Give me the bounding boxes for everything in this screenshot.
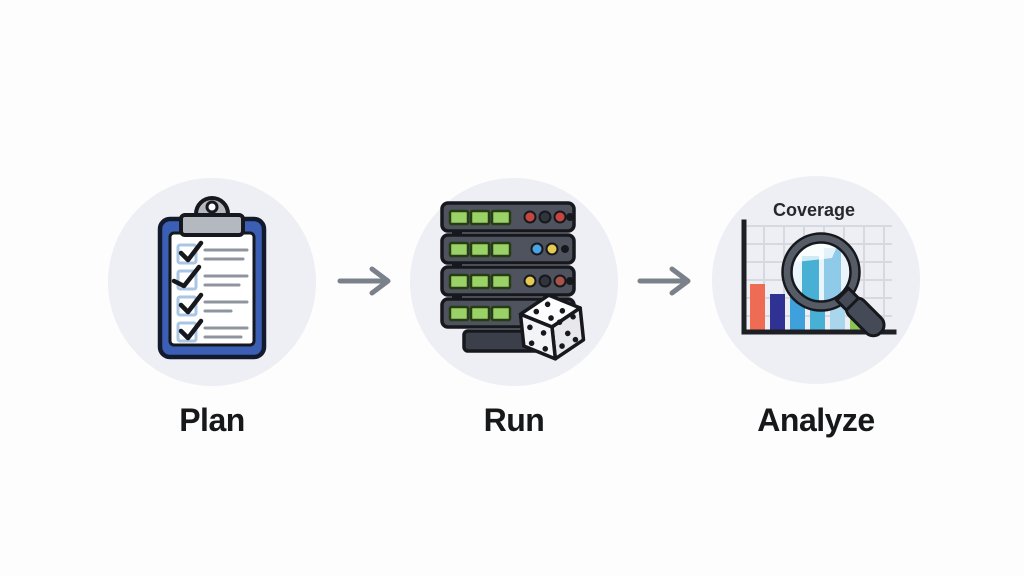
arrow-right-icon: [337, 266, 391, 296]
led-lights: [523, 274, 574, 288]
text-lines: [203, 248, 249, 261]
checkmark-icon: [171, 264, 202, 289]
server-unit-2: [440, 233, 576, 265]
bar-red: [750, 284, 765, 332]
text-lines: [203, 300, 249, 313]
clipboard-checklist-icon: [157, 196, 267, 360]
dice-icon: [518, 293, 586, 361]
checkmark-icon: [178, 240, 204, 263]
server-unit-1: [440, 201, 576, 233]
server-tab: [452, 294, 462, 300]
step-circle-analyze: Coverage: [712, 176, 920, 384]
led-lights: [530, 242, 569, 256]
clip-hole: [205, 200, 219, 214]
step-circle-run: [410, 178, 618, 386]
lens-rim: [782, 233, 860, 311]
step-label-plan: Plan: [179, 402, 245, 438]
server-unit-3: [440, 265, 576, 297]
clipboard-clip: [179, 196, 245, 237]
arrow-right-icon: [637, 266, 691, 296]
step-label-run: Run: [483, 402, 545, 438]
server-tab: [452, 262, 462, 268]
magnifier-icon: [781, 232, 886, 338]
server-tab: [452, 230, 462, 236]
magnifier-handle: [834, 286, 886, 338]
dice-dots: [527, 301, 579, 352]
step-label-analyze: Analyze: [757, 402, 875, 438]
step-circle-plan: [108, 178, 316, 386]
bar-chart-with-magnifier-icon: Coverage: [741, 200, 897, 338]
checkmark-icon: [178, 292, 204, 315]
led-lights: [523, 210, 574, 224]
chart-axes: [741, 219, 897, 335]
text-lines: [203, 326, 249, 339]
server-stack-with-dice-icon: [440, 201, 586, 361]
checklist-rows: [171, 240, 249, 343]
text-lines: [203, 274, 249, 287]
bar-navy: [770, 294, 785, 332]
chart-title: Coverage: [773, 200, 855, 220]
checkmark-icon: [178, 318, 204, 341]
